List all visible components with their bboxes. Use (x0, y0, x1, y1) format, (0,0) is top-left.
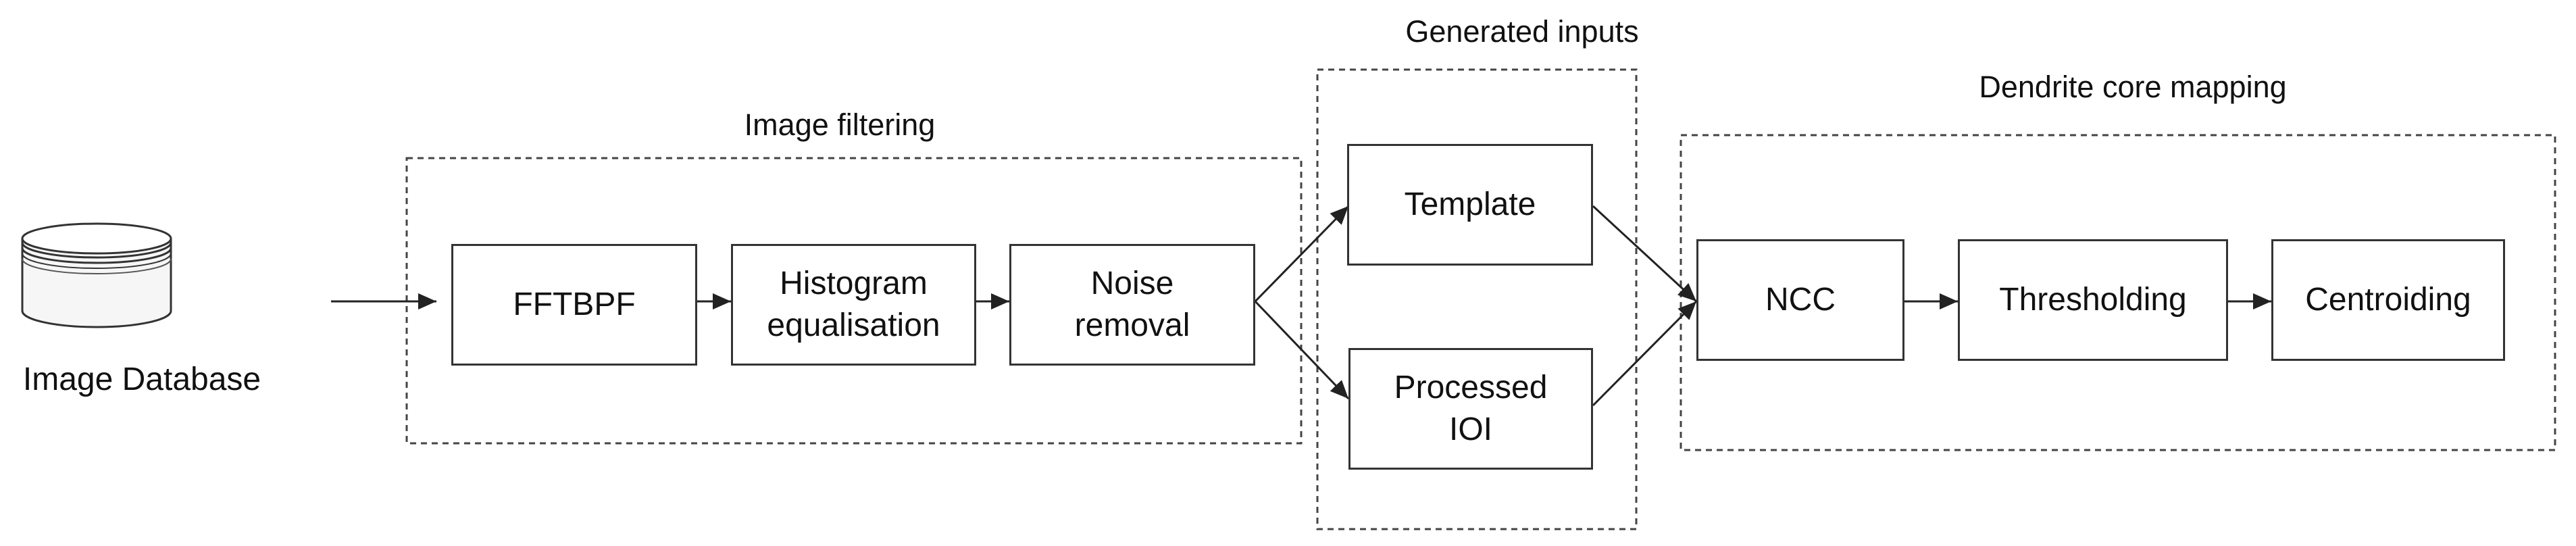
centroiding-box: Centroiding (2271, 239, 2505, 361)
fftbpf-label: FFTBPF (513, 286, 636, 322)
histogram-equalisation-box: Histogram equalisation (731, 244, 976, 366)
image-database-label: Image Database (22, 362, 261, 397)
thresholding-box: Thresholding (1958, 239, 2228, 361)
arrow-noise-to-processed (1254, 300, 1350, 400)
histogram-equalisation-label: Histogram equalisation (767, 265, 940, 343)
processed-ioi-label: Processed IOI (1394, 369, 1548, 447)
generated-inputs-title: Generated inputs (1405, 14, 1639, 49)
database-icon (21, 222, 172, 328)
template-box: Template (1347, 144, 1593, 266)
thresholding-label: Thresholding (1999, 281, 2187, 318)
centroiding-label: Centroiding (2305, 281, 2471, 318)
dendrite-core-mapping-title: Dendrite core mapping (1979, 70, 2287, 104)
image-filtering-title: Image filtering (744, 107, 936, 142)
fftbpf-box: FFTBPF (451, 244, 697, 366)
arrow-template-to-ncc (1592, 205, 1698, 303)
processed-ioi-box: Processed IOI (1348, 348, 1593, 470)
ncc-box: NCC (1696, 239, 1904, 361)
ncc-label: NCC (1765, 281, 1836, 318)
noise-removal-box: Noise removal (1009, 244, 1255, 366)
template-label: Template (1404, 186, 1536, 222)
arrow-noise-to-template (1254, 205, 1350, 303)
noise-removal-label: Noise removal (1074, 265, 1190, 343)
arrow-processed-to-ncc (1592, 300, 1698, 407)
